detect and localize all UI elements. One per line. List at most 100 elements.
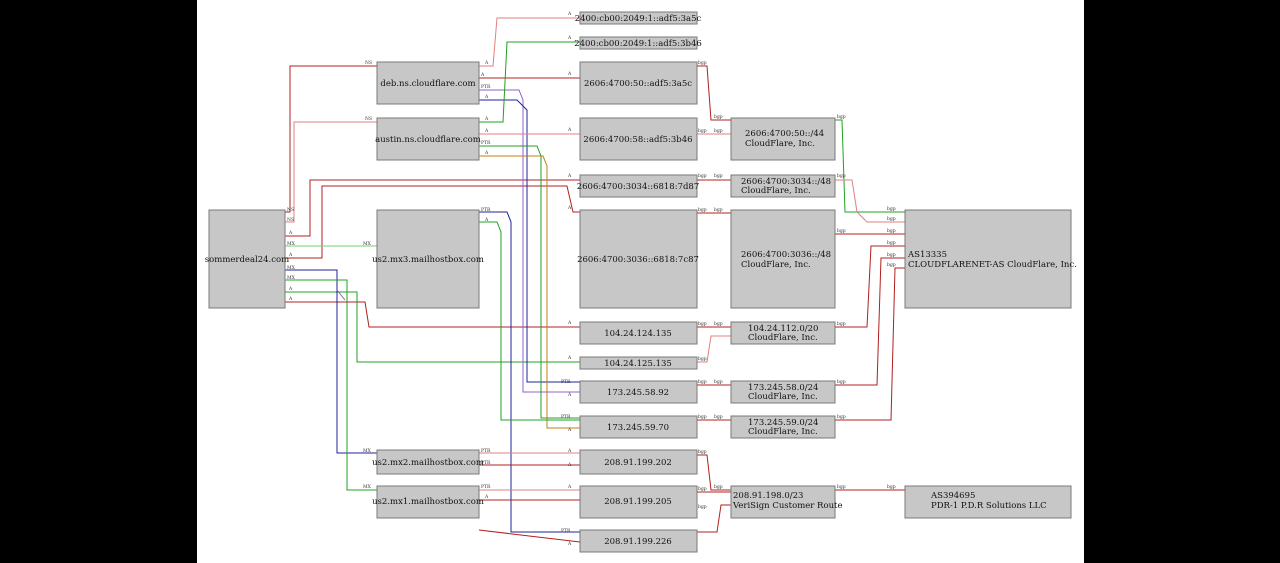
node-ip4-label: 2606:4700:58::adf5:3b46 xyxy=(583,135,692,145)
node-domain-label: sommerdeal24.com xyxy=(205,255,289,265)
node-ip12-label: 208.91.199.205 xyxy=(604,497,672,507)
edge-domain-ns1 xyxy=(285,65,377,213)
edge-label-mx: MX xyxy=(363,484,372,490)
node-ns1[interactable]: deb.ns.cloudflare.com xyxy=(376,61,480,105)
node-pfx4-line2: CloudFlare, Inc. xyxy=(748,333,818,343)
edge-ns1-ip1 xyxy=(479,17,580,67)
edge-label-ns: NS xyxy=(287,217,294,223)
node-ip2-label: 2400:cb00:2049:1::adf5:3b46 xyxy=(574,39,702,49)
node-ip6[interactable]: 2606:4700:3036::6818:7c87 xyxy=(577,209,699,309)
node-ip3[interactable]: 2606:4700:50::adf5:3a5c xyxy=(579,61,698,105)
edge-label-bgp: bgp xyxy=(714,379,723,385)
node-pfx4[interactable]: 104.24.112.0/20 CloudFlare, Inc. xyxy=(730,321,836,345)
edge-domain-a-ip6 xyxy=(285,185,580,259)
edge-label-a: A xyxy=(567,320,572,326)
node-mx1[interactable]: us2.mx1.mailhostbox.com xyxy=(372,485,484,519)
edge-labels: NS NS NS NS A MX MX A MX MX A A MX MX A … xyxy=(287,11,896,547)
node-pfx7-line1: 208.91.198.0/23 xyxy=(733,491,803,501)
edge-label-mx: MX xyxy=(363,448,372,454)
node-as1[interactable]: AS13335 CLOUDFLARENET-AS CloudFlare, Inc… xyxy=(904,209,1077,309)
node-mx2-label: us2.mx2.mailhostbox.com xyxy=(372,458,484,468)
edge-label-a: A xyxy=(567,71,572,77)
edge-label-bgp: bgp xyxy=(887,240,896,246)
edge-label-bgp: bgp xyxy=(837,379,846,385)
node-pfx1[interactable]: 2606:4700:50::/44 CloudFlare, Inc. xyxy=(730,117,836,161)
edge-domain-mx2 xyxy=(285,269,377,454)
edge-label-a: A xyxy=(567,355,572,361)
edge-label-a: A xyxy=(567,127,572,133)
edge-label-ns: NS xyxy=(287,207,294,213)
node-ip5[interactable]: 2606:4700:3034::6818:7d87 xyxy=(577,174,700,198)
edge-ns1-ptr xyxy=(479,89,580,393)
node-pfx7[interactable]: 208.91.198.0/23 VeriSign Customer Route xyxy=(730,485,843,519)
node-domain[interactable]: sommerdeal24.com xyxy=(205,209,289,309)
edge-label-mx: MX xyxy=(363,241,372,247)
edge-label-a: A xyxy=(484,150,489,156)
node-ip7[interactable]: 104.24.124.135 xyxy=(579,321,698,345)
edge-pfx6-as1 xyxy=(835,267,905,421)
edge-label-bgp: bgp xyxy=(887,228,896,234)
edge-label-bgp: bgp xyxy=(887,252,896,258)
edge-mx3-ptr xyxy=(479,211,580,533)
edge-ip11-pfx7 xyxy=(697,454,731,491)
edge-label-a: A xyxy=(484,217,489,223)
edge-label-ptr: PTR xyxy=(561,528,571,534)
node-ip12[interactable]: 208.91.199.205 xyxy=(579,485,698,519)
edge-label-bgp: bgp xyxy=(714,114,723,120)
edge-label-a: A xyxy=(567,484,572,490)
node-pfx2[interactable]: 2606:4700:3034::/48 CloudFlare, Inc. xyxy=(730,174,836,198)
node-ip8-label: 104.24.125.135 xyxy=(604,359,672,369)
node-ip11[interactable]: 208.91.199.202 xyxy=(579,449,698,475)
edge-label-a: A xyxy=(288,286,293,292)
node-ns2-label: austin.ns.cloudflare.com xyxy=(375,135,481,145)
node-ip3-label: 2606:4700:50::adf5:3a5c xyxy=(584,79,692,89)
node-mx2[interactable]: us2.mx2.mailhostbox.com xyxy=(372,449,484,475)
node-ip10[interactable]: 173.245.59.70 xyxy=(579,415,698,439)
node-ip9-label: 173.245.58.92 xyxy=(607,388,669,398)
edge-label-bgp: bgp xyxy=(837,484,846,490)
edge-label-a: A xyxy=(288,296,293,302)
edge-domain-mx1 xyxy=(285,279,377,491)
node-mx3[interactable]: us2.mx3.mailhostbox.com xyxy=(372,209,484,309)
node-ip13[interactable]: 208.91.199.226 xyxy=(579,529,698,553)
node-pfx5-line2: CloudFlare, Inc. xyxy=(748,392,818,402)
node-as1-line1: AS13335 xyxy=(907,250,947,260)
node-ip2[interactable]: 2400:cb00:2049:1::adf5:3b46 xyxy=(574,36,702,50)
edge-label-bgp: bgp xyxy=(714,321,723,327)
edge-label-a: A xyxy=(567,448,572,454)
node-ip8[interactable]: 104.24.125.135 xyxy=(579,356,698,370)
node-ns2[interactable]: austin.ns.cloudflare.com xyxy=(375,117,481,161)
edge-label-bgp: bgp xyxy=(887,206,896,212)
edge-label-bgp: bgp xyxy=(698,414,707,420)
node-pfx5[interactable]: 173.245.58.0/24 CloudFlare, Inc. xyxy=(730,380,836,404)
node-ip4[interactable]: 2606:4700:58::adf5:3b46 xyxy=(579,117,698,161)
node-ns1-label: deb.ns.cloudflare.com xyxy=(380,79,475,89)
node-pfx2-line2: CloudFlare, Inc. xyxy=(741,186,811,196)
edge-label-ptr: PTR xyxy=(481,460,491,466)
edge-pfx4-as1 xyxy=(835,245,905,328)
node-pfx6-line1: 173.245.59.0/24 xyxy=(748,418,818,428)
node-ip9[interactable]: 173.245.58.92 xyxy=(579,380,698,404)
node-pfx3-line2: CloudFlare, Inc. xyxy=(741,260,811,270)
node-pfx6[interactable]: 173.245.59.0/24 CloudFlare, Inc. xyxy=(730,415,836,439)
node-ip1[interactable]: 2400:cb00:2049:1::adf5:3a5c xyxy=(575,11,702,25)
edge-domain-a-ip7 xyxy=(285,301,580,328)
edge-label-ptr: PTR xyxy=(481,140,491,146)
node-pfx1-line1: 2606:4700:50::/44 xyxy=(745,129,824,139)
edge-label-a: A xyxy=(567,11,572,17)
node-pfx3-line1: 2606:4700:3036::/48 xyxy=(741,250,831,260)
edge-label-a: A xyxy=(567,173,572,179)
edge-label-bgp: bgp xyxy=(698,504,707,510)
node-as2[interactable]: AS394695 PDR-1 P.D.R Solutions LLC xyxy=(904,485,1072,519)
node-pfx7-line2: VeriSign Customer Route xyxy=(732,501,843,511)
node-ip5-label: 2606:4700:3034::6818:7d87 xyxy=(577,182,700,192)
edge-ip13-a xyxy=(478,529,581,543)
edge-label-bgp: bgp xyxy=(837,173,846,179)
edge-label-a: A xyxy=(567,462,572,468)
node-ip7-label: 104.24.124.135 xyxy=(604,329,672,339)
edge-label-bgp: bgp xyxy=(714,207,723,213)
node-pfx3[interactable]: 2606:4700:3036::/48 CloudFlare, Inc. xyxy=(730,209,836,309)
edge-label-bgp: bgp xyxy=(714,484,723,490)
edge-label-bgp: bgp xyxy=(698,173,707,179)
dns-graph-canvas: NS NS NS NS A MX MX A MX MX A A MX MX A … xyxy=(197,0,1084,563)
